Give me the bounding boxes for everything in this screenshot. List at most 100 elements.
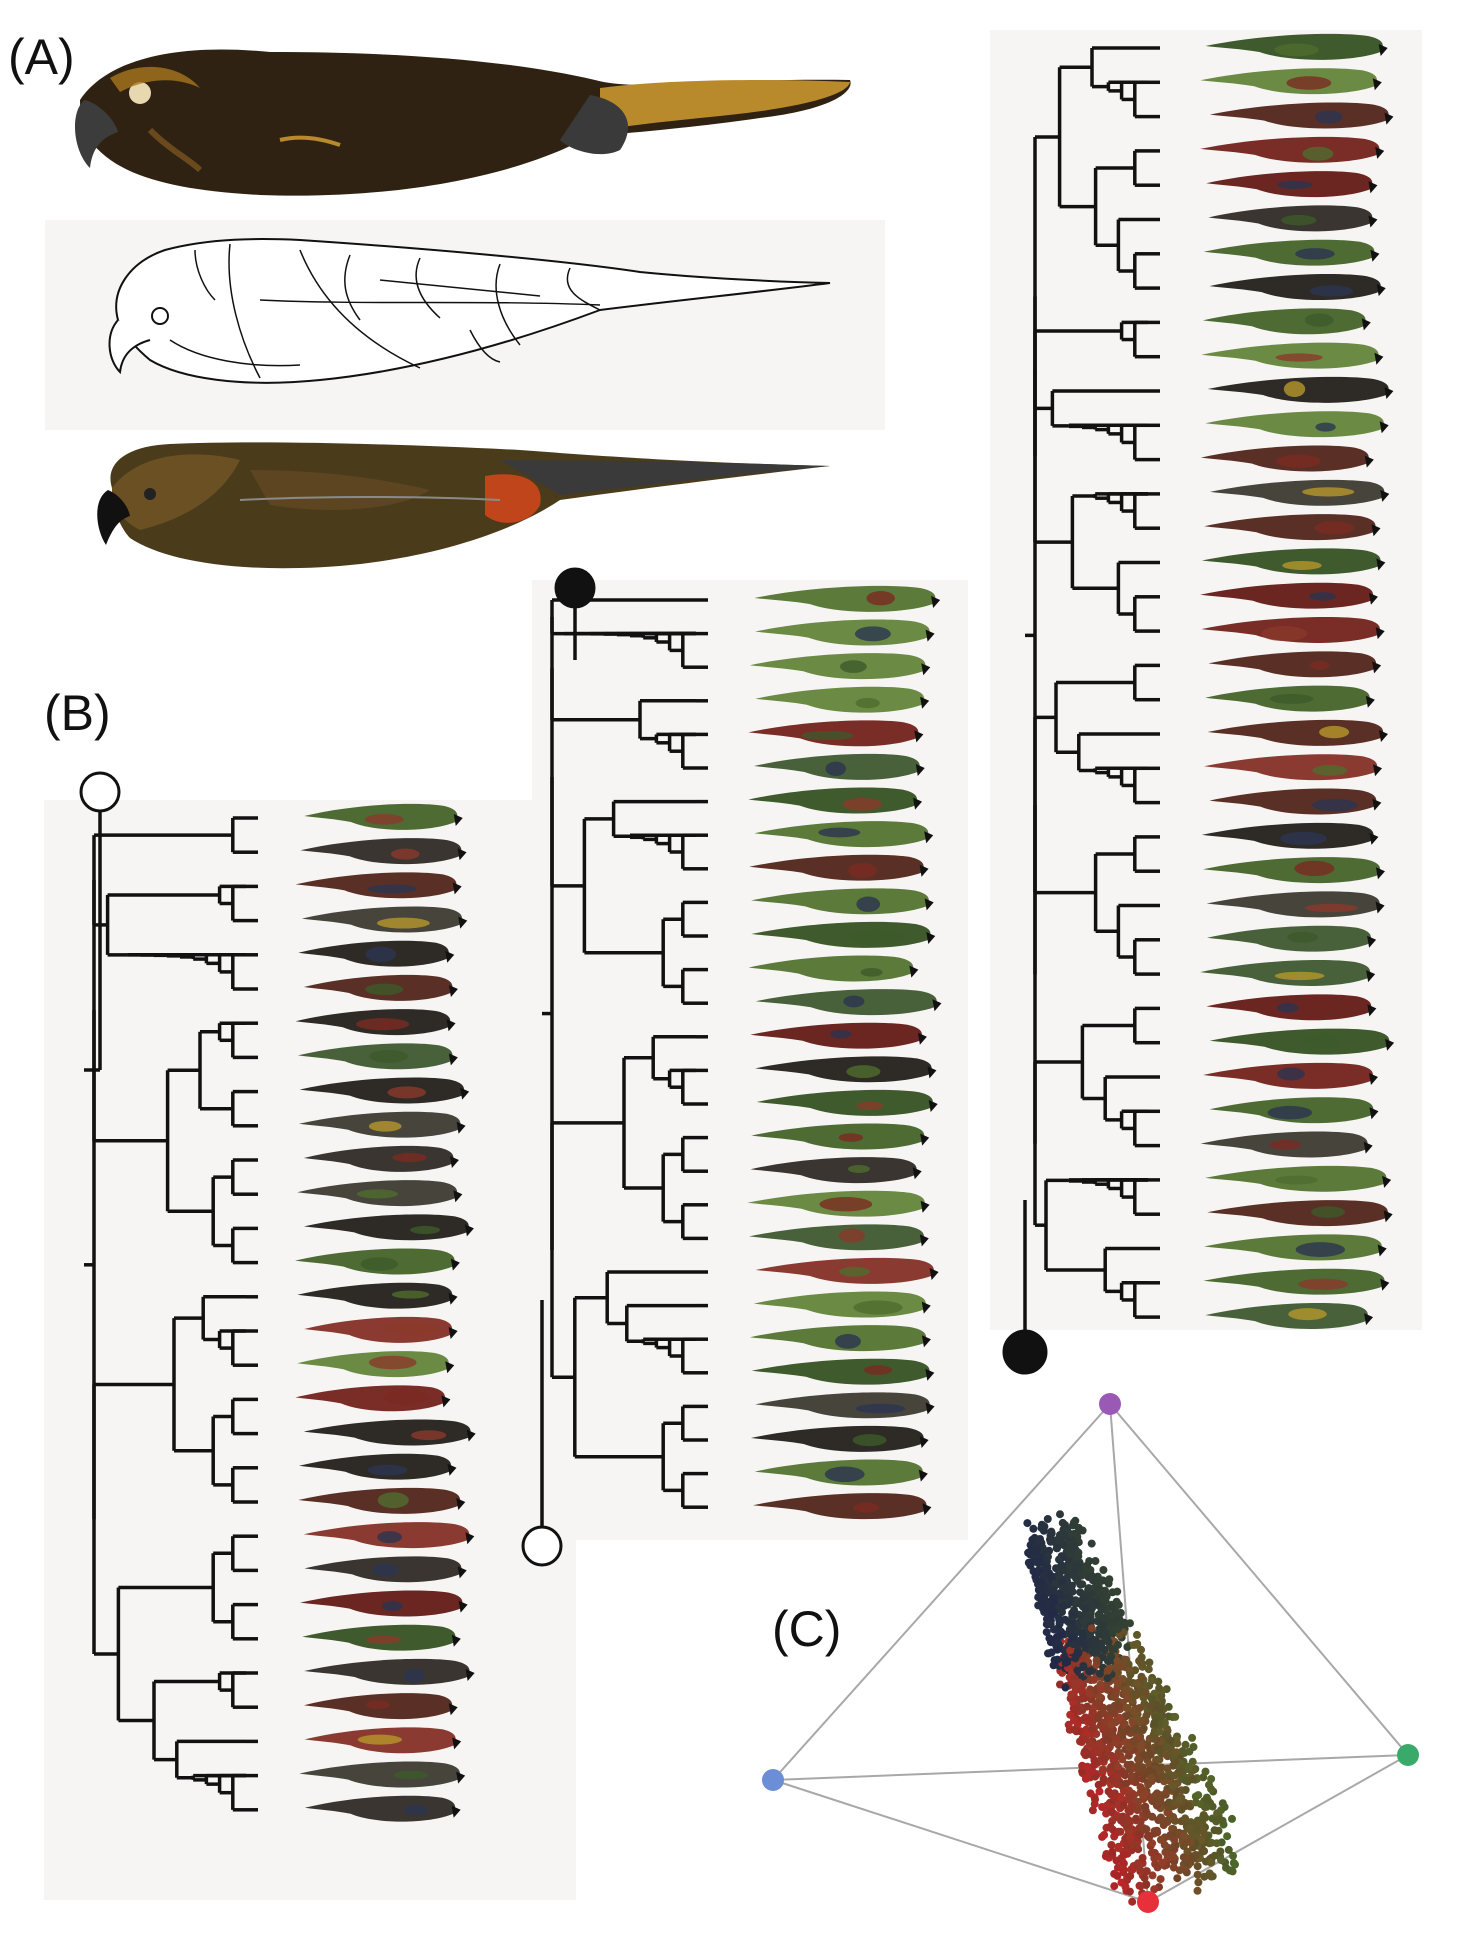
color-point [1035,1557,1044,1566]
beak [1363,1141,1373,1154]
color-point [1052,1544,1061,1553]
color-point [1109,1754,1118,1763]
color-point [1202,1802,1211,1811]
beak [448,1327,458,1339]
color-point [1033,1546,1041,1554]
color-point [1181,1776,1190,1785]
color-point [1071,1654,1080,1663]
color-point [1155,1727,1164,1736]
color-point [1142,1867,1151,1876]
color-point [1105,1742,1114,1751]
color-point [1149,1734,1158,1743]
color-point [1080,1617,1088,1626]
color-point [1126,1834,1135,1842]
color-point [1136,1783,1145,1792]
color-point [1148,1676,1156,1685]
color-point [1053,1638,1062,1647]
color-point [1156,1835,1165,1844]
color-point [1123,1643,1132,1651]
color-point [1047,1586,1056,1594]
color-point [1089,1574,1098,1583]
color-point [1201,1767,1210,1776]
beak [448,1053,458,1066]
color-point [1145,1658,1154,1667]
plumage-patch [855,1403,906,1414]
color-point [1057,1561,1066,1570]
bird-reconstruction [297,1282,453,1309]
plumage-patch [1282,560,1322,570]
color-point [1148,1695,1156,1704]
plumage-patch [1295,248,1335,260]
color-point [1099,1774,1108,1783]
color-point [1107,1841,1116,1849]
beak [1376,284,1386,297]
color-point [1064,1720,1073,1729]
color-point [1181,1814,1190,1823]
beak [1371,524,1381,537]
color-point [1045,1649,1054,1658]
color-point [1173,1874,1182,1883]
plumage-patch [367,884,417,894]
color-point [1188,1775,1197,1784]
plumage-patch [364,814,404,825]
color-point [1053,1655,1062,1664]
color-point [1085,1667,1094,1676]
beak [920,1200,930,1213]
color-point [1061,1683,1070,1692]
color-point [1138,1765,1147,1774]
color-point [1177,1768,1186,1777]
plumage-patch [1269,1139,1302,1150]
plumage-patch [356,1189,399,1199]
color-point [1112,1780,1121,1789]
plumage-patch [854,626,891,642]
plumage-patch [1309,285,1354,297]
plumage-patch [1274,971,1325,981]
color-point [1129,1641,1138,1649]
color-point [1180,1831,1188,1840]
beak [1372,661,1382,674]
bird-reconstruction [749,854,924,881]
bird-reconstruction [1200,582,1374,609]
beak [452,1737,462,1750]
color-point [1166,1736,1175,1745]
plumage-patch [1276,1002,1299,1013]
color-point [1053,1645,1062,1654]
color-point [1126,1619,1134,1628]
plumage-patch [357,1734,403,1745]
plumage-patch [1277,1067,1305,1081]
color-point [1164,1809,1173,1818]
color-point [1177,1805,1186,1814]
color-point [1231,1860,1239,1869]
color-point [1133,1630,1141,1639]
bird-reconstruction [1207,1200,1388,1227]
color-point [1060,1601,1069,1610]
bird-reconstruction [300,838,462,865]
color-point [1184,1762,1193,1771]
color-point [1029,1524,1038,1533]
color-point [1113,1762,1122,1771]
beak [924,898,934,911]
color-point [1108,1645,1117,1654]
color-point [1178,1747,1187,1756]
color-point [1113,1625,1122,1634]
plumage-patch [824,1466,865,1483]
color-point [1184,1801,1193,1810]
color-point [1090,1761,1099,1769]
color-point [1110,1882,1119,1891]
color-point [1137,1659,1145,1668]
plumage-patch [856,896,881,912]
plumage-patch [866,591,895,606]
color-point [1207,1872,1216,1881]
plumage-patch [381,1600,403,1612]
beak [1368,181,1378,194]
color-point [1085,1557,1094,1566]
color-point [1210,1826,1219,1835]
plumage-patch [390,848,420,860]
plumage-patch [801,730,854,741]
panel-label-a: (A) [8,29,75,85]
color-point [1199,1813,1208,1822]
color-point [1046,1603,1055,1612]
color-point [1134,1755,1142,1764]
beak [453,1190,463,1203]
